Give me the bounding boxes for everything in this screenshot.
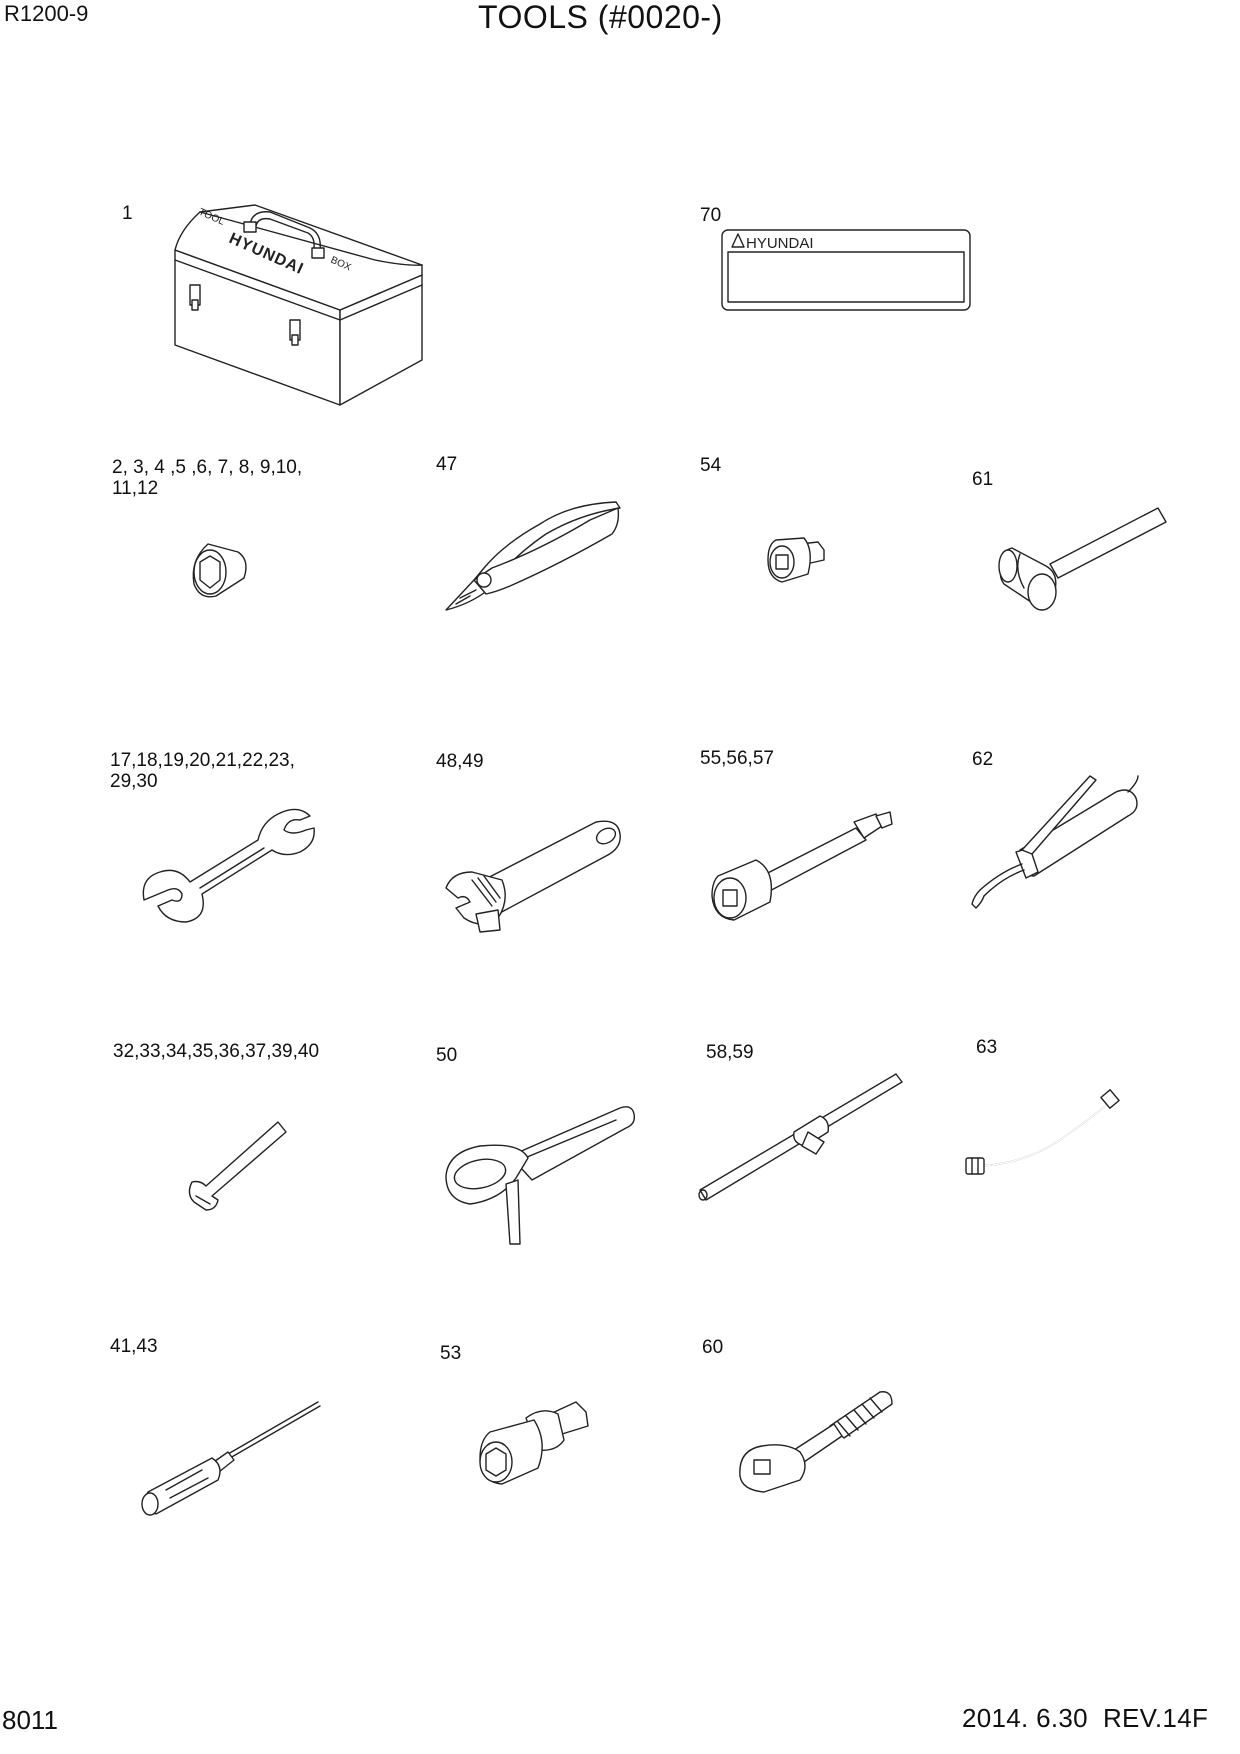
socket-adapter-drawing (764, 530, 830, 590)
part-label-55-57: 55,56,57 (700, 748, 774, 769)
part-label-spanners: 17,18,19,20,21,22,23, 29,30 (110, 750, 295, 792)
part-label-70: 70 (700, 205, 722, 226)
t-handle-drawing (696, 1072, 910, 1206)
hose-drawing (964, 1088, 1124, 1184)
part-label-sockets: 2, 3, 4 ,5 ,6, 7, 8, 9,10, 11,12 (112, 457, 303, 499)
screwdriver-drawing (138, 1396, 324, 1516)
part-label-48-49: 48,49 (436, 751, 484, 772)
spanner-drawing (138, 800, 320, 924)
pliers-drawing (440, 494, 626, 618)
nameplate-brand-text: HYUNDAI (746, 235, 814, 252)
tool-box-drawing: TOOL BOX HYUNDAI (160, 200, 430, 410)
hammer-drawing (994, 504, 1170, 620)
hex-key-drawing (186, 1118, 290, 1212)
part-label-60: 60 (702, 1337, 724, 1358)
universal-joint-drawing (476, 1392, 596, 1498)
part-label-47: 47 (436, 454, 458, 475)
revision-date: 2014. 6.30 REV.14F (962, 1703, 1209, 1733)
strap-wrench-drawing (440, 1100, 640, 1250)
part-label-61: 61 (972, 469, 994, 490)
grease-gun-drawing (960, 772, 1144, 912)
ratchet-drawing (734, 1386, 896, 1496)
part-label-53: 53 (440, 1343, 462, 1364)
part-label-58-59: 58,59 (706, 1042, 754, 1063)
nameplate-drawing: HYUNDAI (720, 228, 972, 312)
page-number: 8011 (2, 1705, 58, 1735)
socket-drawing (186, 538, 256, 604)
adjustable-wrench-drawing (436, 814, 626, 934)
part-label-41-43: 41,43 (110, 1336, 158, 1357)
part-label-54: 54 (700, 455, 722, 476)
part-label-1: 1 (122, 203, 133, 224)
model-number: R1200-9 (4, 1, 89, 26)
part-label-hex-keys: 32,33,34,35,36,37,39,40 (113, 1041, 320, 1062)
page-title: TOOLS (#0020-) (478, 0, 723, 35)
extension-socket-drawing (706, 810, 896, 930)
part-label-62: 62 (972, 749, 994, 770)
part-label-63: 63 (976, 1037, 998, 1058)
part-label-50: 50 (436, 1045, 458, 1066)
